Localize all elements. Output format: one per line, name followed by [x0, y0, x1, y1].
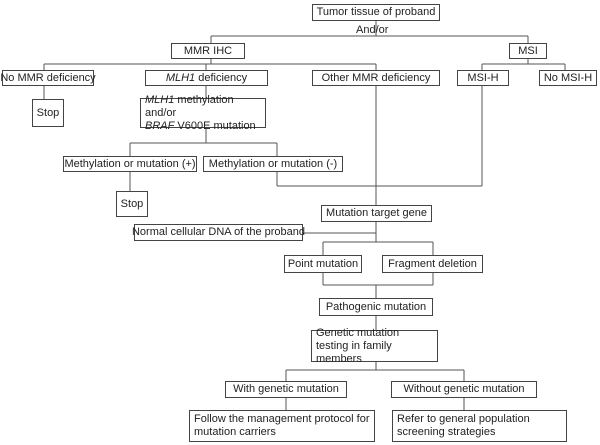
without-mutation-node: Without genetic mutation — [391, 381, 537, 398]
mlh1-deficiency-text: deficiency — [195, 71, 248, 84]
refer-screening-node: Refer to general population screening st… — [392, 410, 567, 442]
mlh1-italic: MLH1 — [145, 93, 175, 106]
fragment-deletion-node: Fragment deletion — [382, 255, 483, 273]
methylation-text: methylation and/or — [145, 93, 234, 119]
methylation-negative-node: Methylation or mutation (-) — [203, 156, 343, 172]
methylation-positive-node: Methylation or mutation (+) — [63, 156, 197, 172]
and-or-label: And/or — [356, 24, 389, 36]
pathogenic-mutation-node: Pathogenic mutation — [319, 298, 433, 316]
stop-node: Stop — [116, 191, 148, 217]
braf-italic: BRAF — [145, 119, 175, 132]
point-mutation-node: Point mutation — [284, 255, 362, 273]
stop-node: Stop — [32, 99, 64, 127]
follow-protocol-node: Follow the management protocol for mutat… — [189, 410, 375, 442]
mutation-target-gene-node: Mutation target gene — [321, 205, 432, 222]
mmr-ihc-node: MMR IHC — [171, 43, 245, 59]
msi-node: MSI — [509, 43, 547, 59]
methylation-test-node: MLH1 methylation and/or BRAF V600E mutat… — [140, 94, 266, 132]
no-msi-h-node: No MSI-H — [539, 70, 597, 86]
mlh1-italic: MLH1 — [165, 71, 196, 84]
tumor-tissue-node: Tumor tissue of proband — [312, 4, 440, 21]
mlh1-deficiency-node: MLH1 deficiency — [145, 70, 268, 86]
msi-h-node: MSI-H — [457, 70, 509, 86]
braf-mutation-text: V600E mutation — [174, 119, 256, 132]
family-testing-node: Genetic mutation testing in family membe… — [311, 327, 438, 365]
normal-dna-node: Normal cellular DNA of the proband — [132, 224, 305, 241]
no-mmr-deficiency-node: No MMR deficiency — [0, 70, 96, 86]
with-mutation-node: With genetic mutation — [225, 381, 347, 398]
other-mmr-deficiency-node: Other MMR deficiency — [312, 70, 440, 86]
